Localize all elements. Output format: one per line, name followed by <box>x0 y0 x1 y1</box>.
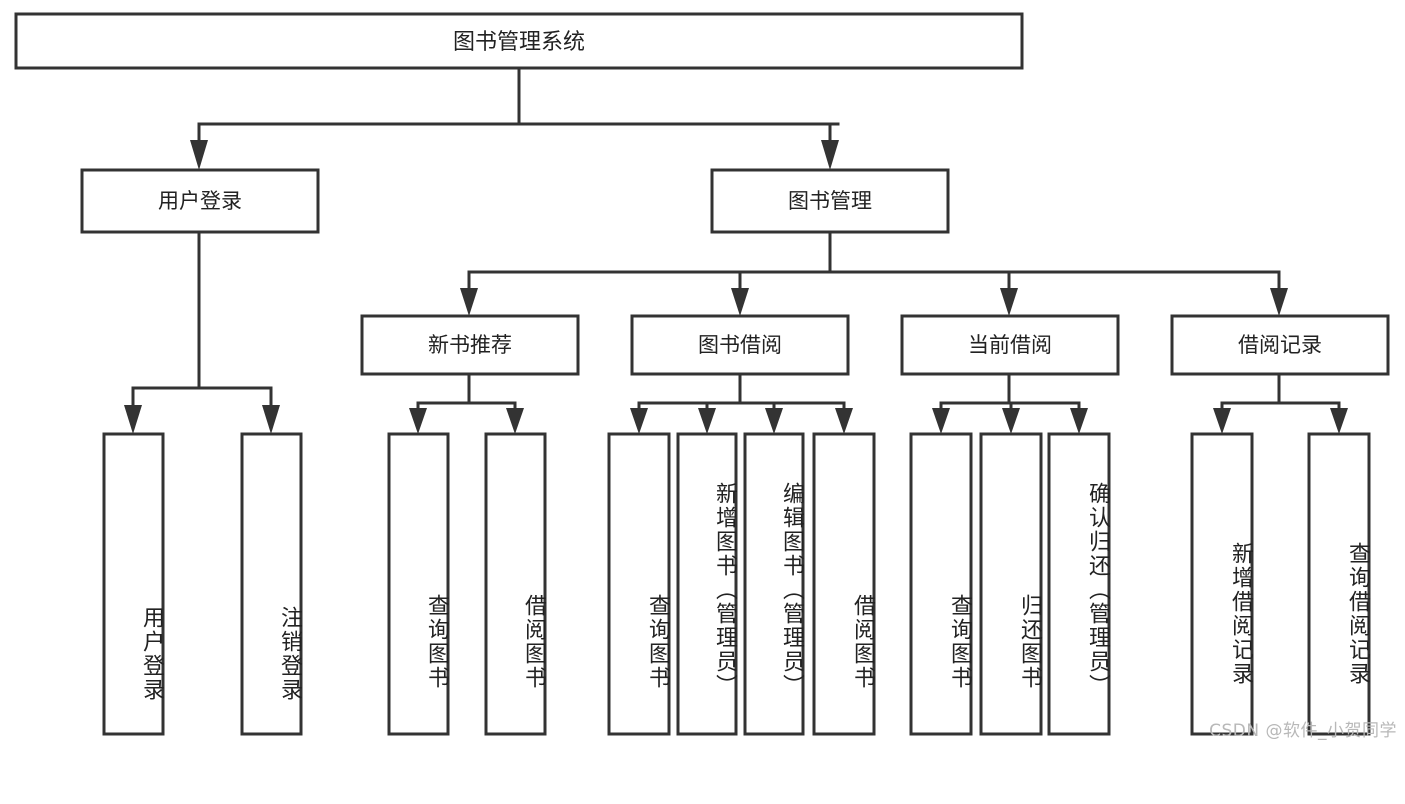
node-leaf-query-record-box[interactable] <box>1307 432 1371 736</box>
flowchart-canvas: 图书管理系统 用户登录 图书管理 新书推荐 图书借阅 当前借阅 借阅记录 <box>14 12 1397 741</box>
node-root-box[interactable] <box>14 12 1024 70</box>
node-leaf-logout-login-box[interactable] <box>240 432 303 736</box>
arrow-head-leaf-add-record <box>1213 408 1231 434</box>
arrow-head-leaf-query-book-1 <box>409 408 427 434</box>
connector-group-root <box>190 66 840 170</box>
node-book-manage-box[interactable] <box>710 168 950 234</box>
connector-group-book-borrow <box>630 372 853 434</box>
node-leaf-confirm-return-box[interactable] <box>1047 432 1111 736</box>
node-leaf-query-book-3-box[interactable] <box>909 432 973 736</box>
arrow-head-leaf-user-login <box>124 405 142 434</box>
arrow-head-leaf-borrow-book-2 <box>835 408 853 434</box>
arrow-head-leaf-query-record <box>1330 408 1348 434</box>
node-leaf-return-book-box[interactable] <box>979 432 1043 736</box>
node-leaf-query-book-2-box[interactable] <box>607 432 671 736</box>
node-book-borrow[interactable]: 图书借阅 <box>630 314 850 376</box>
arrow-head-leaf-query-book-2 <box>630 408 648 434</box>
node-book-manage-label: 图书管理 <box>788 189 872 213</box>
arrow-head-book-borrow <box>731 288 749 316</box>
flowchart-svg: 图书管理系统 用户登录 图书管理 新书推荐 图书借阅 当前借阅 借阅记录 <box>14 12 1390 736</box>
node-leaf-edit-book-box[interactable] <box>743 432 805 736</box>
node-root[interactable]: 图书管理系统 <box>14 12 1024 70</box>
node-new-book-recommend[interactable]: 新书推荐 <box>360 314 580 376</box>
node-borrow-record-label: 借阅记录 <box>1238 333 1322 357</box>
arrow-head-book-manage <box>821 140 839 170</box>
connector-group-user-login <box>124 230 280 434</box>
arrow-head-user-login <box>190 140 208 170</box>
arrow-head-borrow-record <box>1270 288 1288 316</box>
arrow-head-leaf-return-book <box>1002 408 1020 434</box>
arrow-head-new-book-recommend <box>460 288 478 316</box>
node-current-borrow-box[interactable] <box>900 314 1120 376</box>
node-new-book-recommend-label: 新书推荐 <box>428 333 512 357</box>
node-new-book-recommend-box[interactable] <box>360 314 580 376</box>
node-book-manage[interactable]: 图书管理 <box>710 168 950 234</box>
arrow-head-leaf-add-book <box>698 408 716 434</box>
node-leaf-user-login-box[interactable] <box>102 432 165 736</box>
connector-group-current-borrow <box>932 372 1088 434</box>
arrow-head-leaf-edit-book <box>765 408 783 434</box>
node-user-login-label: 用户登录 <box>158 189 242 213</box>
connector-group-book-manage <box>460 230 1288 316</box>
node-leaf-add-book-box[interactable] <box>676 432 738 736</box>
node-borrow-record-box[interactable] <box>1170 314 1390 376</box>
node-user-login[interactable]: 用户登录 <box>80 168 320 234</box>
connector-group-borrow-record <box>1213 372 1348 434</box>
csdn-watermark: CSDN @软件_小贺同学 <box>1209 721 1397 741</box>
node-user-login-box[interactable] <box>80 168 320 234</box>
arrow-head-current-borrow <box>1000 288 1018 316</box>
node-current-borrow-label: 当前借阅 <box>968 333 1052 357</box>
node-borrow-record[interactable]: 借阅记录 <box>1170 314 1390 376</box>
node-leaf-add-record-box[interactable] <box>1190 432 1254 736</box>
node-leaf-borrow-book-1-box[interactable] <box>484 432 547 736</box>
node-leaf-borrow-book-2-box[interactable] <box>812 432 876 736</box>
node-book-borrow-label: 图书借阅 <box>698 333 782 357</box>
arrow-head-leaf-query-book-3 <box>932 408 950 434</box>
node-current-borrow[interactable]: 当前借阅 <box>900 314 1120 376</box>
node-leaf-query-book-1-box[interactable] <box>387 432 450 736</box>
arrow-head-leaf-confirm-return <box>1070 408 1088 434</box>
node-root-label: 图书管理系统 <box>453 30 585 55</box>
arrow-head-leaf-borrow-book-1 <box>506 408 524 434</box>
connector-group-new-book-recommend <box>409 372 524 434</box>
arrow-head-leaf-logout-login <box>262 405 280 434</box>
node-book-borrow-box[interactable] <box>630 314 850 376</box>
leaf-boxes <box>102 432 1371 736</box>
